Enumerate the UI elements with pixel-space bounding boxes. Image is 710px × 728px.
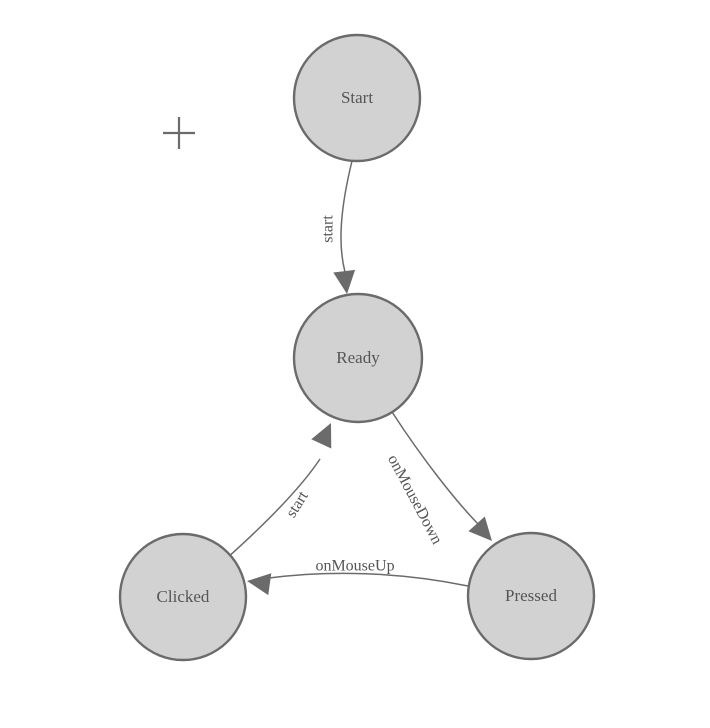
edge-line xyxy=(340,160,353,273)
node-label: Clicked xyxy=(157,587,210,606)
edge-label: onMouseDown xyxy=(384,452,445,547)
marker-layer xyxy=(163,117,195,149)
edge-label: start xyxy=(320,215,337,243)
state-node-clicked[interactable]: Clicked xyxy=(118,532,248,662)
state-node-ready[interactable]: Ready xyxy=(292,292,424,424)
edge-line xyxy=(226,458,321,559)
node-circle[interactable] xyxy=(118,532,248,662)
plus-crosshair-icon xyxy=(163,117,195,149)
edge-label: onMouseUp xyxy=(315,558,394,575)
node-label: Start xyxy=(341,88,373,107)
edge-arrowhead xyxy=(333,269,356,294)
edge-arrowhead xyxy=(468,516,492,541)
edge-clicked-to-ready[interactable]: start xyxy=(226,418,341,559)
edge-line xyxy=(268,572,469,587)
edge-arrowhead xyxy=(311,423,332,449)
node-label: Ready xyxy=(336,348,380,367)
state-node-start[interactable]: Start xyxy=(292,33,422,163)
state-node-pressed[interactable]: Pressed xyxy=(466,531,596,661)
node-circle[interactable] xyxy=(292,292,424,424)
node-label: Pressed xyxy=(505,586,557,605)
edge-ready-to-pressed[interactable]: onMouseDown xyxy=(384,411,500,548)
edge-line xyxy=(391,411,479,525)
node-circle[interactable] xyxy=(466,531,596,661)
node-circle[interactable] xyxy=(292,33,422,163)
edge-arrowhead xyxy=(247,573,272,596)
edge-pressed-to-clicked[interactable]: onMouseUp xyxy=(245,558,469,596)
edge-label: start xyxy=(283,488,312,521)
edge-start-to-ready[interactable]: start xyxy=(320,160,358,295)
